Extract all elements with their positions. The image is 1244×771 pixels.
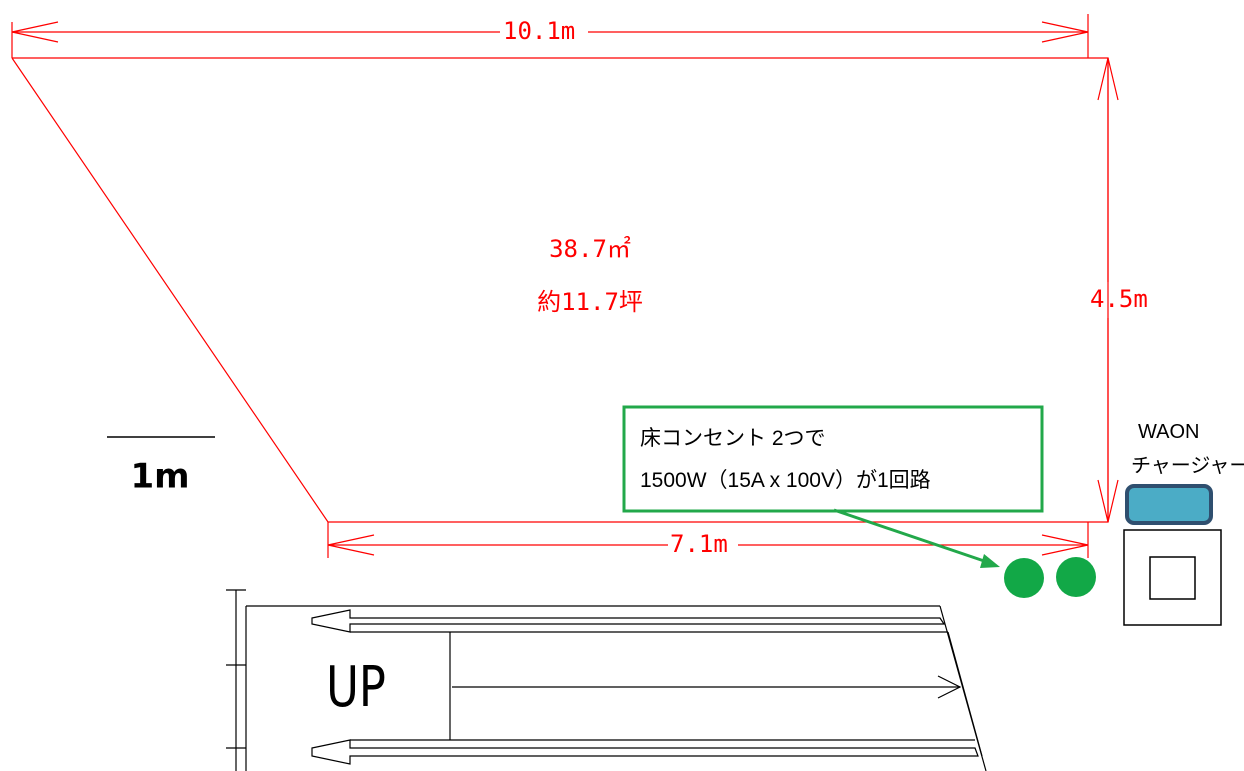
charger-label-line-2: チャージャー: [1131, 455, 1244, 477]
dimension-top: [11, 14, 1089, 58]
floor-outlet-1: [1004, 558, 1044, 598]
area-sqm-label: 38.7㎡: [549, 235, 631, 263]
waon-charger-device: [1125, 484, 1213, 525]
dimension-bottom-label: 7.1m: [670, 530, 728, 558]
note-pointer-arrowhead: [980, 554, 1000, 568]
scale-label: 1m: [130, 457, 189, 497]
area-tsubo-label: 約11.7坪: [537, 288, 643, 316]
charger-stand-inner: [1149, 556, 1196, 600]
dimension-right: [1097, 57, 1119, 523]
floor-outlet-2: [1056, 557, 1096, 597]
note-box: [622, 405, 1044, 513]
dimension-right-label: 4.5m: [1090, 285, 1148, 313]
stairs: [226, 589, 987, 771]
note-line-2: 1500W（15A x 100V）が1回路: [640, 469, 931, 492]
dimension-top-label: 10.1m: [503, 17, 575, 45]
dimension-bottom: [327, 522, 1089, 558]
note-pointer-arrow: [833, 508, 991, 565]
stairs-up-label: UP: [326, 654, 386, 719]
note-line-1: 床コンセント 2つで: [640, 427, 826, 450]
charger-label-line-1: WAON: [1138, 421, 1199, 443]
